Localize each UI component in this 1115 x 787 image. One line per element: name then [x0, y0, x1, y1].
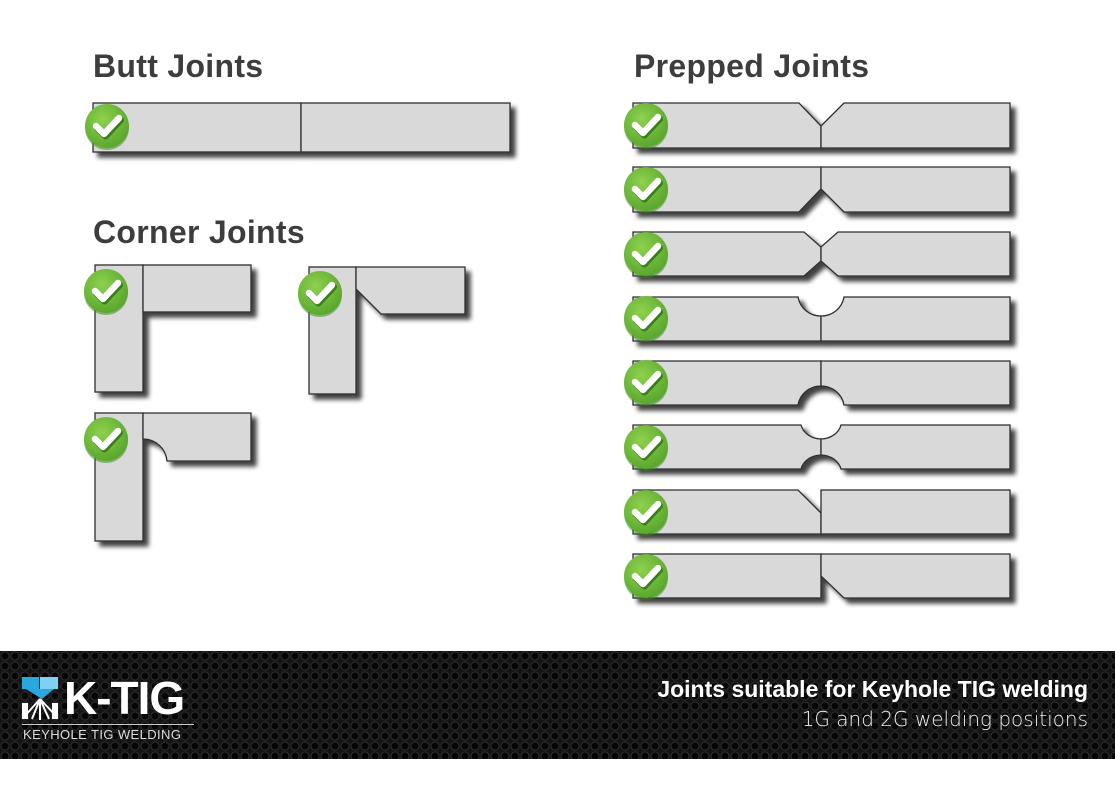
butt-joints-heading: Butt Joints	[93, 48, 264, 84]
check-icon	[85, 104, 129, 150]
logo-tagline: KEYHOLE TIG WELDING	[23, 727, 182, 742]
check-icon	[624, 490, 668, 536]
ktig-logo: K-TIG KEYHOLE TIG WELDING	[22, 672, 197, 742]
check-icon	[624, 360, 668, 406]
check-icon	[624, 103, 668, 149]
logo-wordmark: K-TIG	[64, 672, 185, 724]
check-icon	[624, 425, 668, 471]
logo-divider	[22, 724, 194, 725]
prepped-joint-single-v-top	[632, 102, 1011, 149]
check-icon	[84, 417, 128, 463]
prepped-joint-double-u	[632, 424, 1011, 470]
corner-joints-heading: Corner Joints	[93, 214, 305, 250]
check-icon	[624, 296, 668, 342]
footer-title: Joints suitable for Keyhole TIG welding	[657, 676, 1088, 702]
footer-subtitle: 1G and 2G welding positions	[801, 707, 1088, 731]
check-icon	[624, 554, 668, 600]
check-icon	[84, 269, 128, 315]
check-icon	[298, 271, 342, 317]
prepped-joint-single-bevel-bottom	[632, 553, 1011, 599]
prepped-joint-u-groove-top	[632, 296, 1011, 342]
joints-diagram	[0, 0, 1011, 650]
prepped-joint-u-groove-bottom	[632, 360, 1011, 406]
butt-joint-square	[92, 102, 511, 153]
prepped-joint-single-bevel-top	[632, 489, 1011, 535]
torch-icon	[22, 677, 58, 720]
check-icon	[624, 167, 668, 213]
prepped-joint-single-v-bottom	[632, 166, 1011, 213]
check-icon	[624, 232, 668, 278]
prepped-joints-heading: Prepped Joints	[634, 48, 870, 84]
prepped-joint-double-v	[632, 231, 1011, 277]
footer-banner: K-TIG KEYHOLE TIG WELDING Joints suitabl…	[0, 651, 1115, 759]
